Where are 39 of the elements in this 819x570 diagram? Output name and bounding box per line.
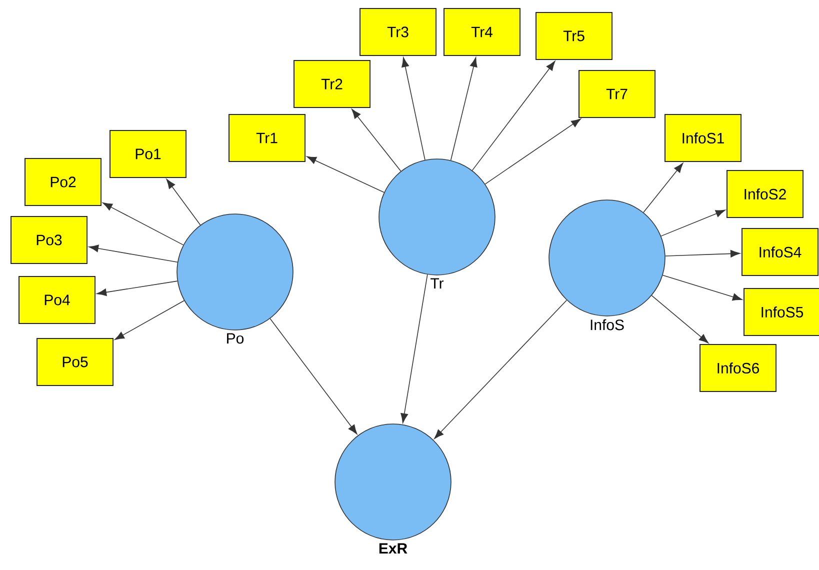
arrow: [660, 210, 726, 236]
arrow: [651, 295, 709, 344]
indicator-box: Tr3: [360, 8, 436, 56]
circle-label: Po: [227, 333, 244, 344]
indicator-box: InfoS5: [744, 288, 819, 336]
arrow: [96, 280, 178, 296]
indicator-box: InfoS1: [664, 114, 742, 162]
circle-label: ExR: [379, 543, 408, 554]
indicator-box: Po1: [110, 130, 186, 178]
arrow: [102, 202, 184, 246]
indicator-box: InfoS6: [700, 344, 776, 392]
arrow: [402, 57, 426, 160]
circle-label: Tr: [430, 278, 444, 289]
indicator-box: Tr2: [294, 60, 370, 108]
arrow: [166, 178, 201, 226]
indicator-box: Po5: [36, 338, 114, 386]
arrow: [88, 244, 178, 262]
circle-label: InfoS: [590, 319, 624, 330]
arrow: [270, 318, 358, 434]
indicator-box: Po4: [18, 276, 96, 324]
indicator-box: Tr4: [444, 8, 520, 56]
arrow: [306, 156, 384, 193]
arrow: [472, 60, 556, 171]
arrow: [352, 108, 402, 172]
indicator-box: Tr5: [536, 12, 612, 60]
arrow: [484, 118, 581, 184]
indicator-box: Po3: [10, 216, 88, 264]
arrow: [664, 250, 740, 258]
arrow: [662, 274, 742, 301]
arrow: [643, 162, 684, 213]
indicator-box: Po2: [24, 158, 102, 206]
arrow: [114, 300, 185, 340]
indicator-box: Tr7: [578, 70, 656, 118]
indicator-box: InfoS2: [726, 170, 804, 218]
arrow: [400, 274, 428, 424]
indicator-box: InfoS4: [742, 228, 818, 276]
arrow: [450, 57, 478, 161]
indicator-box: Tr1: [228, 114, 306, 162]
arrow: [434, 300, 568, 439]
